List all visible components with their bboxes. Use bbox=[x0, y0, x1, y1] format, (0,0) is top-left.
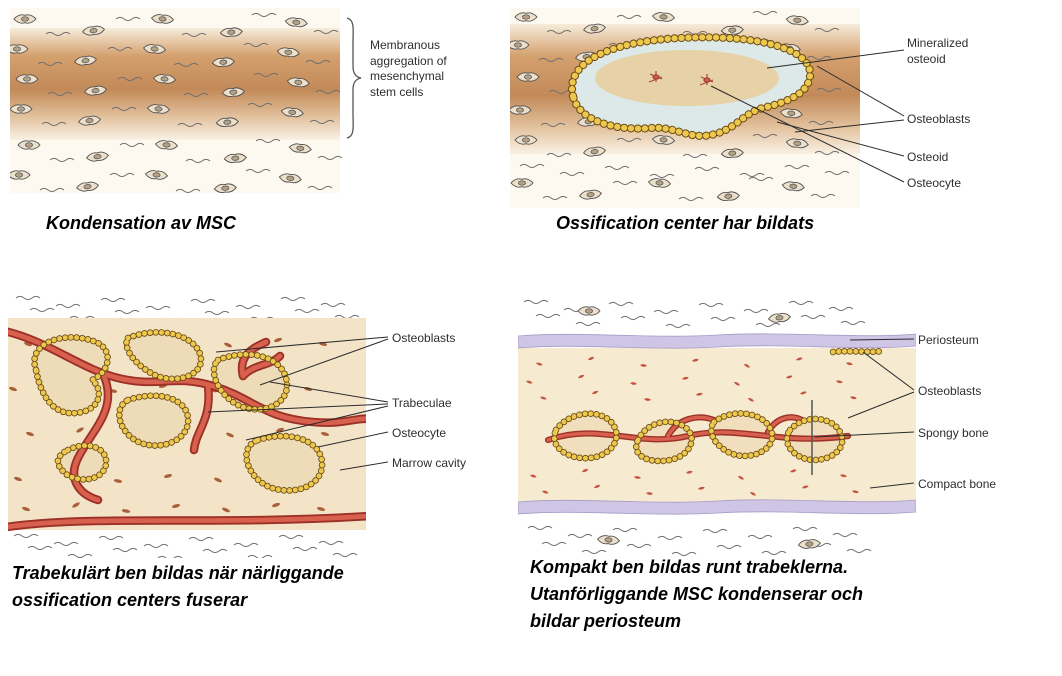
caption-panel3: Trabekulärt ben bildas när närliggande o… bbox=[12, 563, 344, 610]
label-compact-bone: Compact bone bbox=[918, 477, 997, 491]
leader-trabeculae-3 bbox=[245, 405, 389, 441]
label-osteoid: Osteoid bbox=[907, 150, 949, 164]
osteoblast-rings bbox=[551, 347, 887, 465]
caption-panel4: Kompakt ben bildas runt trabeklerna. Uta… bbox=[530, 557, 864, 631]
leader-osteocyte bbox=[710, 85, 905, 183]
periosteum-bottom bbox=[518, 499, 916, 515]
leader-compact-bone bbox=[869, 482, 915, 489]
leader-marrow-cavity bbox=[339, 461, 389, 471]
trabecular-illustration bbox=[8, 290, 389, 558]
ossification-center-illustration bbox=[510, 8, 905, 208]
leader-osteoid bbox=[776, 121, 905, 157]
label-osteocyte: Osteocyte bbox=[392, 426, 447, 440]
caption-panel2: Ossification center har bildats bbox=[556, 213, 815, 233]
periosteum-top bbox=[518, 333, 916, 349]
label-mineralized-osteoid: Mineralized osteoid bbox=[907, 36, 969, 66]
leader-osteoblasts-1 bbox=[862, 351, 915, 391]
caption-panel1: Kondensation av MSC bbox=[46, 213, 237, 233]
mesenchyme-illustration bbox=[10, 8, 362, 208]
leader-osteoblasts-2 bbox=[847, 391, 915, 419]
leader-mineralized-osteoid bbox=[766, 49, 905, 69]
leader-osteoblasts-1 bbox=[215, 336, 389, 353]
panel-ossification-center: Mineralized osteoid Osteoblasts Osteoid … bbox=[505, 8, 1062, 258]
panel-condensation: Membranous aggregation of mesenchymal st… bbox=[10, 8, 500, 258]
leader-osteoblasts-1 bbox=[816, 65, 905, 117]
label-spongy-bone: Spongy bone bbox=[918, 426, 989, 440]
label-marrow-cavity: Marrow cavity bbox=[392, 456, 467, 470]
label-periosteum: Periosteum bbox=[918, 333, 979, 347]
compact-bone-illustration bbox=[518, 290, 916, 558]
leader-periosteum bbox=[849, 338, 915, 341]
leader-trabeculae-1 bbox=[269, 381, 389, 403]
label-osteoblasts: Osteoblasts bbox=[918, 384, 982, 398]
blood-vessels bbox=[544, 414, 852, 444]
label-trabeculae: Trabeculae bbox=[392, 396, 452, 410]
osteoblast-rings bbox=[31, 329, 326, 494]
leader-osteoblasts-2 bbox=[259, 338, 389, 386]
label-osteoblasts: Osteoblasts bbox=[392, 331, 456, 345]
msc-aggregation-band bbox=[10, 28, 340, 140]
leader-osteoblasts-2 bbox=[794, 119, 905, 133]
panel-trabecular-bone: Osteoblasts Trabeculae Osteocyte Marrow … bbox=[8, 290, 508, 676]
osteocyte-cells bbox=[648, 71, 714, 86]
annotation-membranous-aggregation: Membranous aggregation of mesenchymal st… bbox=[370, 38, 447, 99]
label-osteoblasts: Osteoblasts bbox=[907, 112, 971, 126]
label-osteocyte: Osteocyte bbox=[907, 176, 962, 190]
leader-trabeculae-2 bbox=[207, 403, 389, 413]
panel-compact-bone: Periosteum Osteoblasts Spongy bone Compa… bbox=[518, 290, 1062, 676]
leader-spongy-bone bbox=[814, 431, 915, 438]
brace bbox=[346, 17, 362, 139]
mineralized-osteoid-region bbox=[595, 50, 779, 106]
leader-osteocyte bbox=[317, 431, 389, 448]
osteoblast-ring bbox=[567, 33, 815, 140]
